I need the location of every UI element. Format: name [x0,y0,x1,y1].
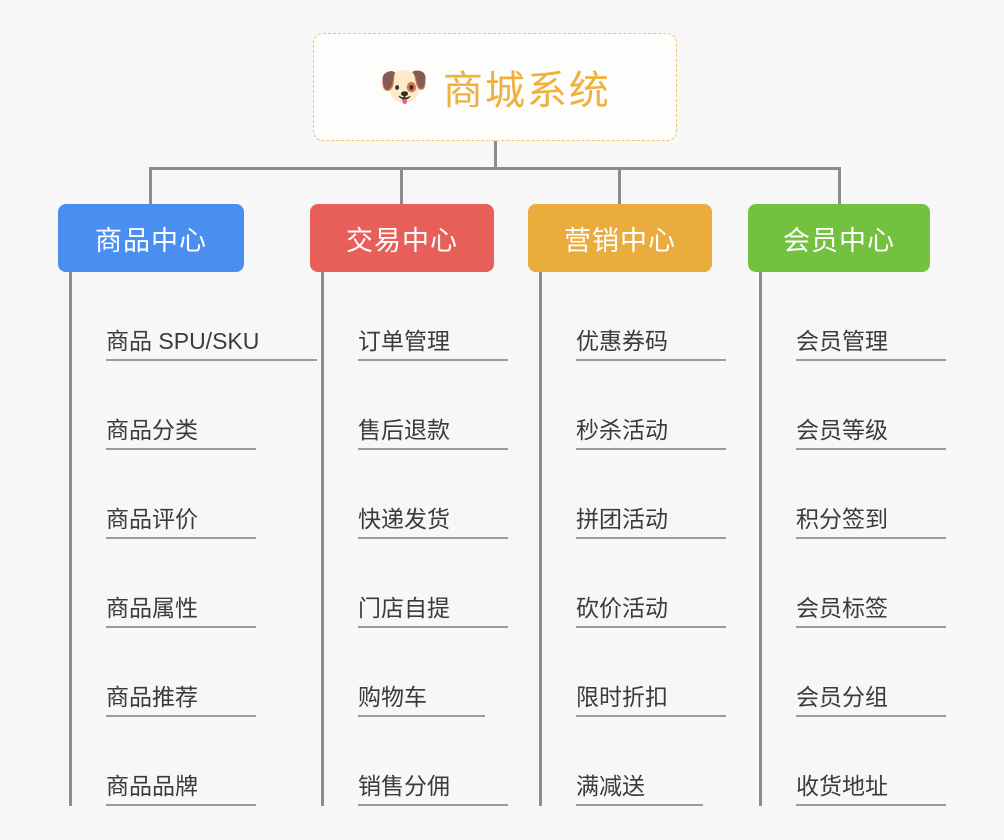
leaf-item[interactable]: 会员分组 [762,628,946,717]
leaf-item[interactable]: 订单管理 [324,272,508,361]
root-stem-connector [494,141,497,169]
bus-connector [149,167,841,170]
category-header-member-center[interactable]: 会员中心 [748,204,930,272]
leaf-item[interactable]: 商品 SPU/SKU [72,272,318,361]
category-title: 交易中心 [346,225,458,256]
leaf-label: 拼团活动 [576,506,726,539]
leaf-item[interactable]: 商品属性 [72,539,256,628]
leaf-item[interactable]: 会员标签 [762,539,946,628]
leaf-item[interactable]: 门店自提 [324,539,508,628]
leaf-item[interactable]: 会员等级 [762,361,946,450]
leaf-item[interactable]: 拼团活动 [542,450,726,539]
leaf-label: 商品评价 [106,506,256,539]
leaf-list-product-center: 商品 SPU/SKU 商品分类 商品评价 商品属性 商品推荐 商品品牌 [69,272,318,806]
leaf-label: 收货地址 [796,773,946,806]
category-header-product-center[interactable]: 商品中心 [58,204,244,272]
category-header-marketing-center[interactable]: 营销中心 [528,204,712,272]
leaf-item[interactable]: 商品品牌 [72,717,256,806]
branch-column-trade-center: 交易中心 订单管理 售后退款 快递发货 门店自提 购物车 销售分佣 [310,204,508,806]
leaf-item[interactable]: 快递发货 [324,450,508,539]
leaf-label: 门店自提 [358,595,508,628]
leaf-label: 快递发货 [358,506,508,539]
leaf-label: 会员标签 [796,595,946,628]
leaf-item[interactable]: 会员管理 [762,272,946,361]
leaf-label: 商品推荐 [106,684,256,717]
root-title: 商城系统 [442,69,611,113]
leaf-list-member-center: 会员管理 会员等级 积分签到 会员标签 会员分组 收货地址 [759,272,946,806]
category-title: 商品中心 [95,225,207,256]
leaf-label: 会员分组 [796,684,946,717]
leaf-label: 砍价活动 [576,595,726,628]
leaf-label: 商品属性 [106,595,256,628]
leaf-item[interactable]: 售后退款 [324,361,508,450]
drop-connector-2 [400,167,403,207]
branch-column-marketing-center: 营销中心 优惠券码 秒杀活动 拼团活动 砍价活动 限时折扣 满减送 [528,204,726,806]
leaf-item[interactable]: 商品评价 [72,450,256,539]
leaf-label: 秒杀活动 [576,417,726,450]
leaf-label: 购物车 [358,684,485,717]
category-header-trade-center[interactable]: 交易中心 [310,204,494,272]
leaf-label: 商品 SPU/SKU [106,328,318,361]
leaf-item[interactable]: 限时折扣 [542,628,726,717]
leaf-label: 订单管理 [358,328,508,361]
category-title: 会员中心 [783,225,895,256]
leaf-label: 会员管理 [796,328,946,361]
leaf-label: 售后退款 [358,417,508,450]
leaf-label: 限时折扣 [576,684,726,717]
leaf-item[interactable]: 砍价活动 [542,539,726,628]
leaf-item[interactable]: 购物车 [324,628,494,717]
leaf-item[interactable]: 商品分类 [72,361,256,450]
root-node[interactable]: 🐶 商城系统 [313,33,677,141]
leaf-label: 满减送 [576,773,703,806]
leaf-item[interactable]: 秒杀活动 [542,361,726,450]
leaf-label: 积分签到 [796,506,946,539]
leaf-item[interactable]: 满减送 [542,717,712,806]
leaf-list-trade-center: 订单管理 售后退款 快递发货 门店自提 购物车 销售分佣 [321,272,508,806]
dog-face-icon: 🐶 [379,65,429,109]
leaf-item[interactable]: 积分签到 [762,450,946,539]
drop-connector-4 [838,167,841,207]
drop-connector-1 [149,167,152,207]
leaf-label: 优惠券码 [576,328,726,361]
leaf-item[interactable]: 销售分佣 [324,717,508,806]
category-title: 营销中心 [564,225,676,256]
leaf-item[interactable]: 商品推荐 [72,628,256,717]
drop-connector-3 [618,167,621,207]
branch-column-product-center: 商品中心 商品 SPU/SKU 商品分类 商品评价 商品属性 商品推荐 商品品牌 [58,204,318,806]
leaf-label: 商品品牌 [106,773,256,806]
leaf-label: 销售分佣 [358,773,508,806]
branch-column-member-center: 会员中心 会员管理 会员等级 积分签到 会员标签 会员分组 收货地址 [748,204,946,806]
leaf-item[interactable]: 优惠券码 [542,272,726,361]
leaf-label: 商品分类 [106,417,256,450]
leaf-item[interactable]: 收货地址 [762,717,946,806]
leaf-label: 会员等级 [796,417,946,450]
leaf-list-marketing-center: 优惠券码 秒杀活动 拼团活动 砍价活动 限时折扣 满减送 [539,272,726,806]
